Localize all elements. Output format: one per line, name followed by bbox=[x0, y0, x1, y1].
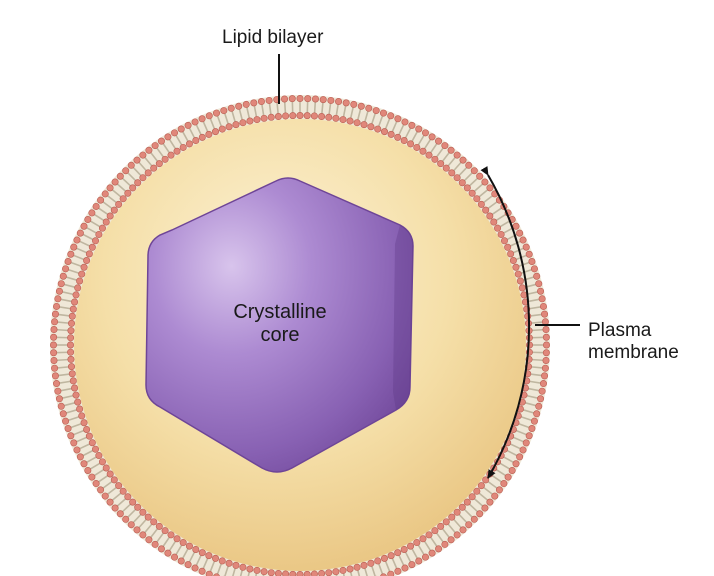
plasma-membrane-span-arrow bbox=[480, 166, 530, 479]
crystalline-core-label: Crystalline core bbox=[200, 301, 360, 347]
crystalline-core-label-line-1: Crystalline bbox=[233, 301, 327, 323]
lipid-bilayer-label: Lipid bilayer bbox=[222, 27, 324, 48]
crystalline-core-label-line-2: core bbox=[260, 324, 300, 346]
plasma-membrane-label-line-1: Plasma bbox=[588, 320, 652, 341]
plasma-membrane-label: Plasma membrane bbox=[588, 320, 679, 364]
crystalline-core-shade bbox=[393, 225, 413, 410]
crystalline-core-shape bbox=[145, 177, 414, 473]
plasma-membrane-label-line-2: membrane bbox=[588, 342, 679, 363]
